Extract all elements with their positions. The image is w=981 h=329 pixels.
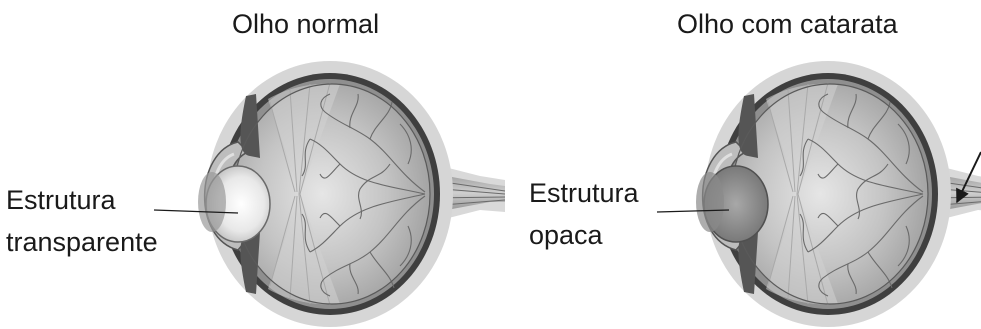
cataract-eye	[696, 61, 981, 327]
label-opaque-structure-line1: Estrutura	[529, 177, 639, 210]
normal-eye	[198, 61, 505, 327]
label-clear-structure-line2: transparente	[6, 226, 158, 259]
label-opaque-structure-line2: opaca	[529, 219, 603, 252]
title-cataract-eye: Olho com catarata	[677, 8, 898, 41]
title-normal-eye: Olho normal	[232, 8, 379, 41]
label-clear-structure-line1: Estrutura	[6, 184, 116, 217]
